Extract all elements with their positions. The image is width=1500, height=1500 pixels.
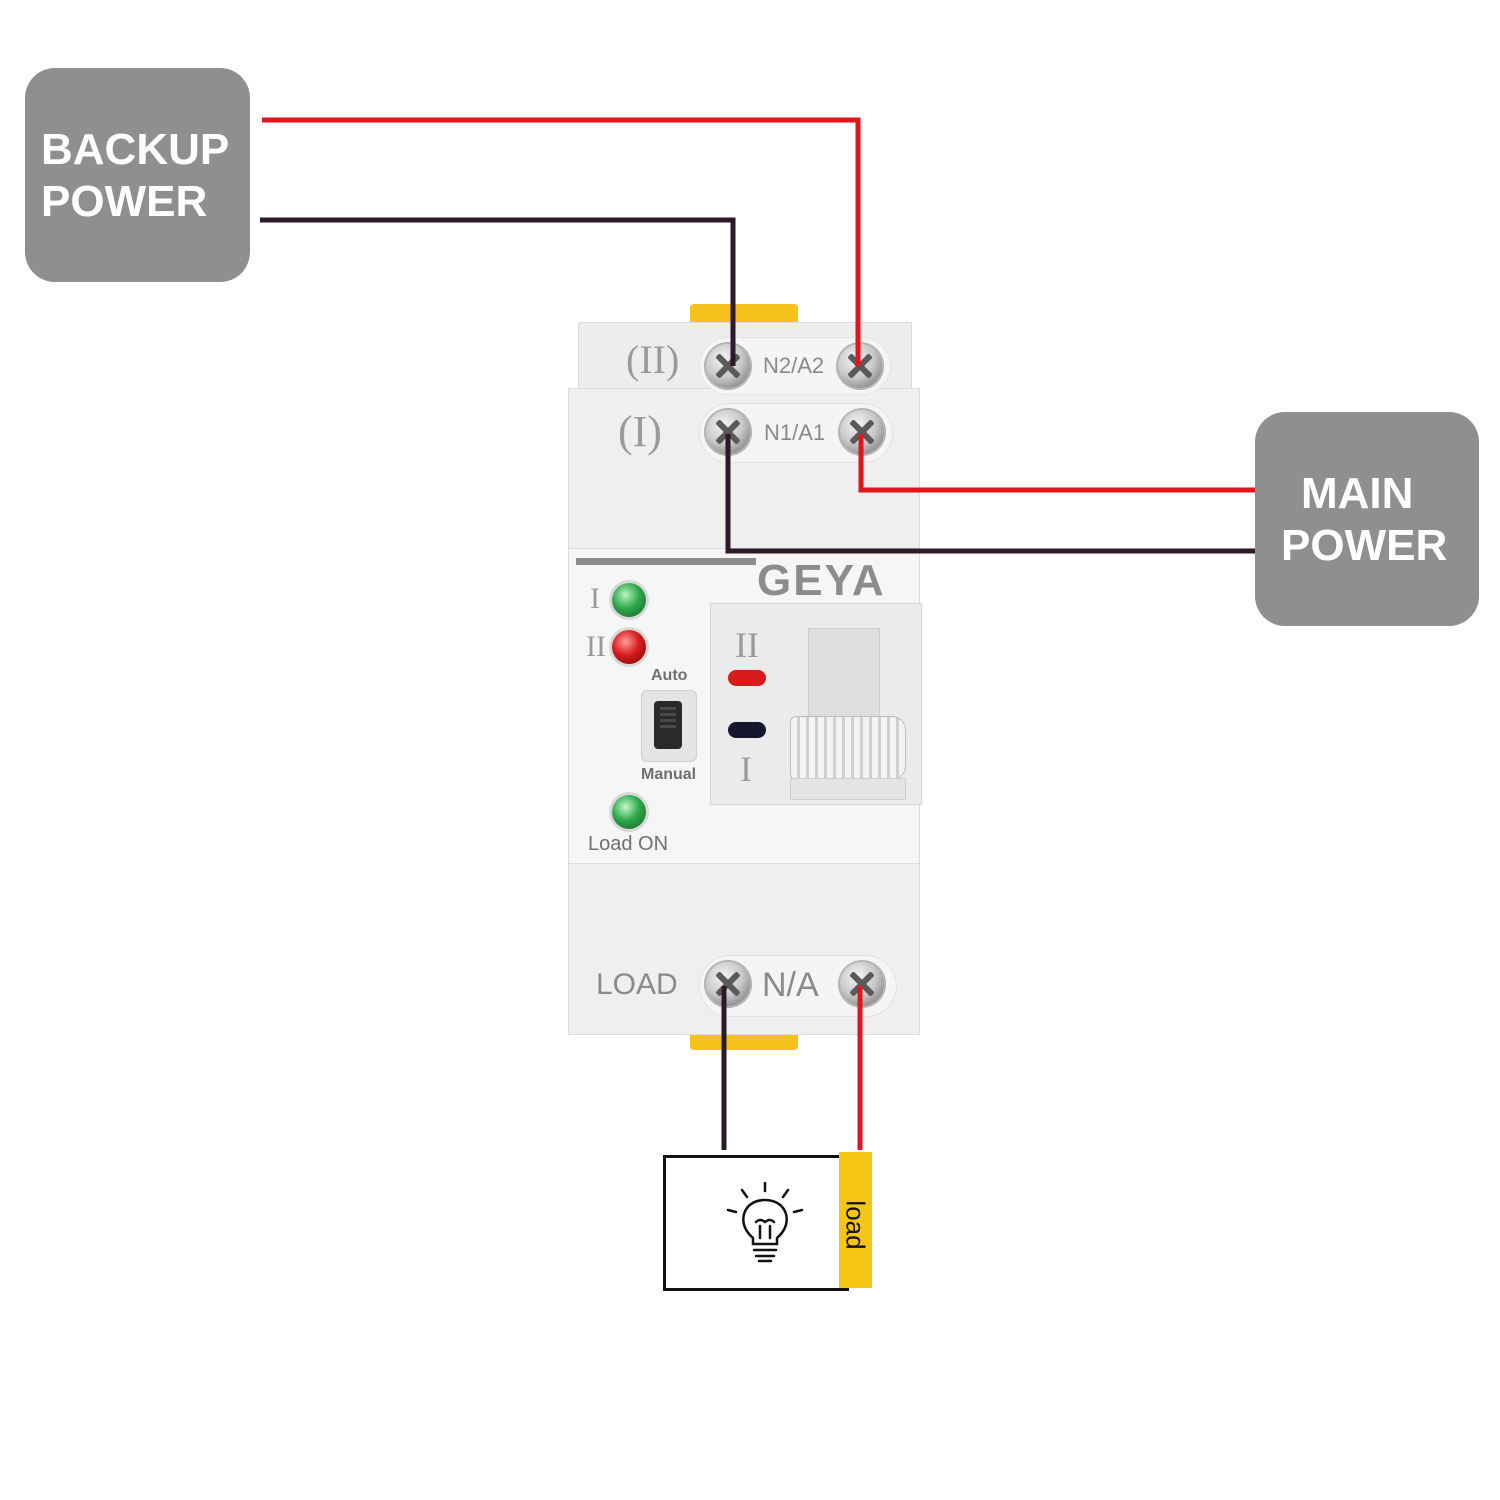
led2-label: II <box>586 630 606 663</box>
load-tab <box>839 1152 872 1288</box>
load-terminal-row-label: LOAD <box>596 968 678 1001</box>
source2-led-icon <box>612 630 646 664</box>
switch-bottom-label: I <box>740 749 752 789</box>
main-power-line1: MAIN <box>1301 469 1414 518</box>
load-terminal-label: N/A <box>762 966 819 1004</box>
screw-load-neutral <box>704 960 752 1008</box>
mode-switch-grip <box>660 707 676 729</box>
load-on-led-icon <box>612 795 646 829</box>
led1-label: I <box>590 582 600 615</box>
backup-live-wire <box>262 117 861 366</box>
screw-n2-neutral <box>704 342 752 390</box>
source1-label: (I) <box>618 407 662 456</box>
panel-stripe <box>576 558 756 565</box>
mode-manual-label: Manual <box>641 766 697 783</box>
changeover-handle[interactable] <box>790 716 906 780</box>
backup-power-line1: BACKUP <box>41 125 230 174</box>
din-clip-top <box>690 304 798 326</box>
mode-auto-label: Auto <box>651 667 688 684</box>
backup-power-line2: POWER <box>41 177 208 226</box>
position-i-indicator <box>728 722 766 738</box>
source2-terminal-label: N2/A2 <box>763 353 825 378</box>
source1-terminal-label: N1/A1 <box>764 420 826 445</box>
main-power-line2: POWER <box>1281 521 1448 570</box>
position-ii-indicator <box>728 670 766 686</box>
switch-top-label: II <box>735 625 759 665</box>
main-power-box: MAIN POWER <box>1255 412 1479 626</box>
light-bulb-icon <box>726 1181 804 1263</box>
handle-base <box>790 778 906 800</box>
load-label: load <box>840 1200 871 1250</box>
main-neutral-wire <box>725 434 1256 554</box>
source2-label: (II) <box>626 337 680 382</box>
backup-neutral-wire <box>260 217 736 366</box>
brand-logo: GEYA <box>757 556 886 605</box>
load-on-label: Load ON <box>588 833 669 855</box>
din-clip-bottom <box>690 1032 798 1050</box>
main-live-wire <box>858 434 1256 493</box>
backup-power-box: BACKUP POWER <box>25 68 250 282</box>
source1-led-icon <box>612 583 646 617</box>
